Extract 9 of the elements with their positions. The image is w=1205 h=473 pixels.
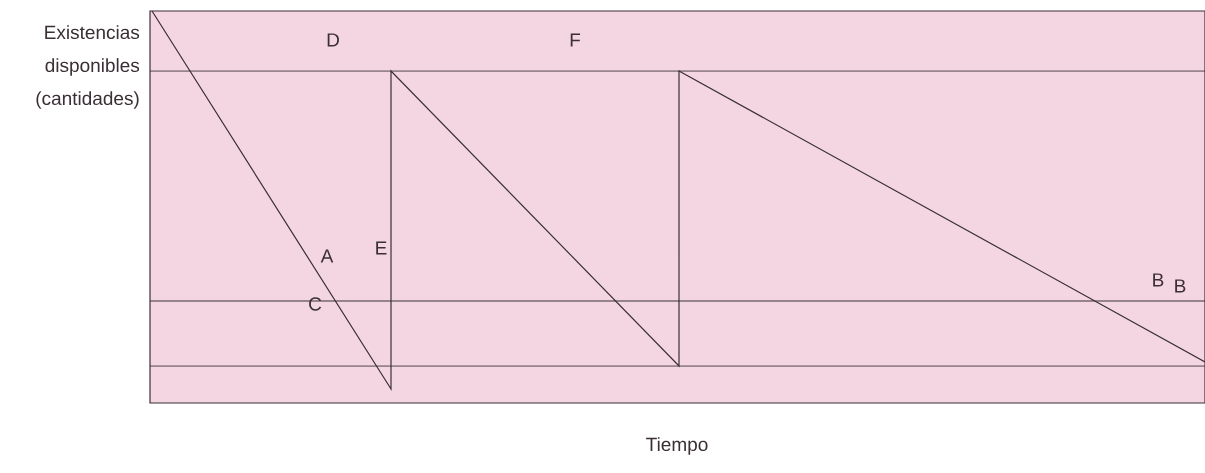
point-label: E [376, 241, 387, 255]
point-label: F [570, 33, 581, 47]
axis-label: Tiempo [646, 437, 708, 455]
point-label: A [320, 249, 334, 263]
point-label: B [1153, 273, 1164, 287]
point-label: B [1175, 279, 1186, 293]
point-label: D [327, 33, 339, 47]
point-label: C [309, 297, 322, 311]
axis-label: Existencias disponibles (cantidades) [36, 25, 140, 109]
